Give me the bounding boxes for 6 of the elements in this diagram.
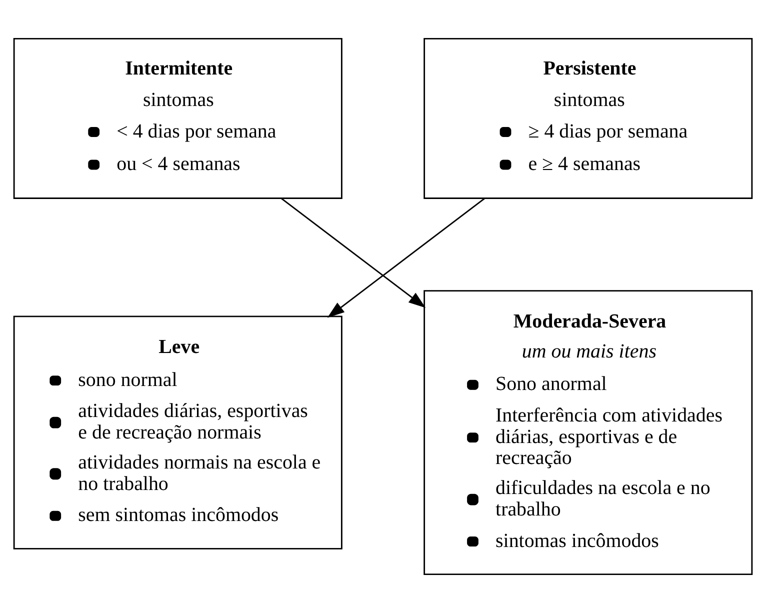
node-box: Persistente sintomas ≥ 4 dias por semana e ≥ 4 semanas: [424, 37, 753, 198]
node-box: Leve sono normal atividades diárias, esportivas e de recreação normais atividades normais na escola e no trabalho sem sintomas incômodos: [13, 315, 342, 549]
arrow: [327, 197, 486, 318]
arrow: [280, 197, 426, 308]
node-box: Moderada-Severa um ou mais itens Sono anormal Interferência com atividades diárias, esportivas e de recreação dificuldades na escola e no trabalho sintomas incômodos: [424, 290, 753, 575]
node-box: Intermitente sintomas < 4 dias por semana ou < 4 semanas: [13, 37, 342, 198]
